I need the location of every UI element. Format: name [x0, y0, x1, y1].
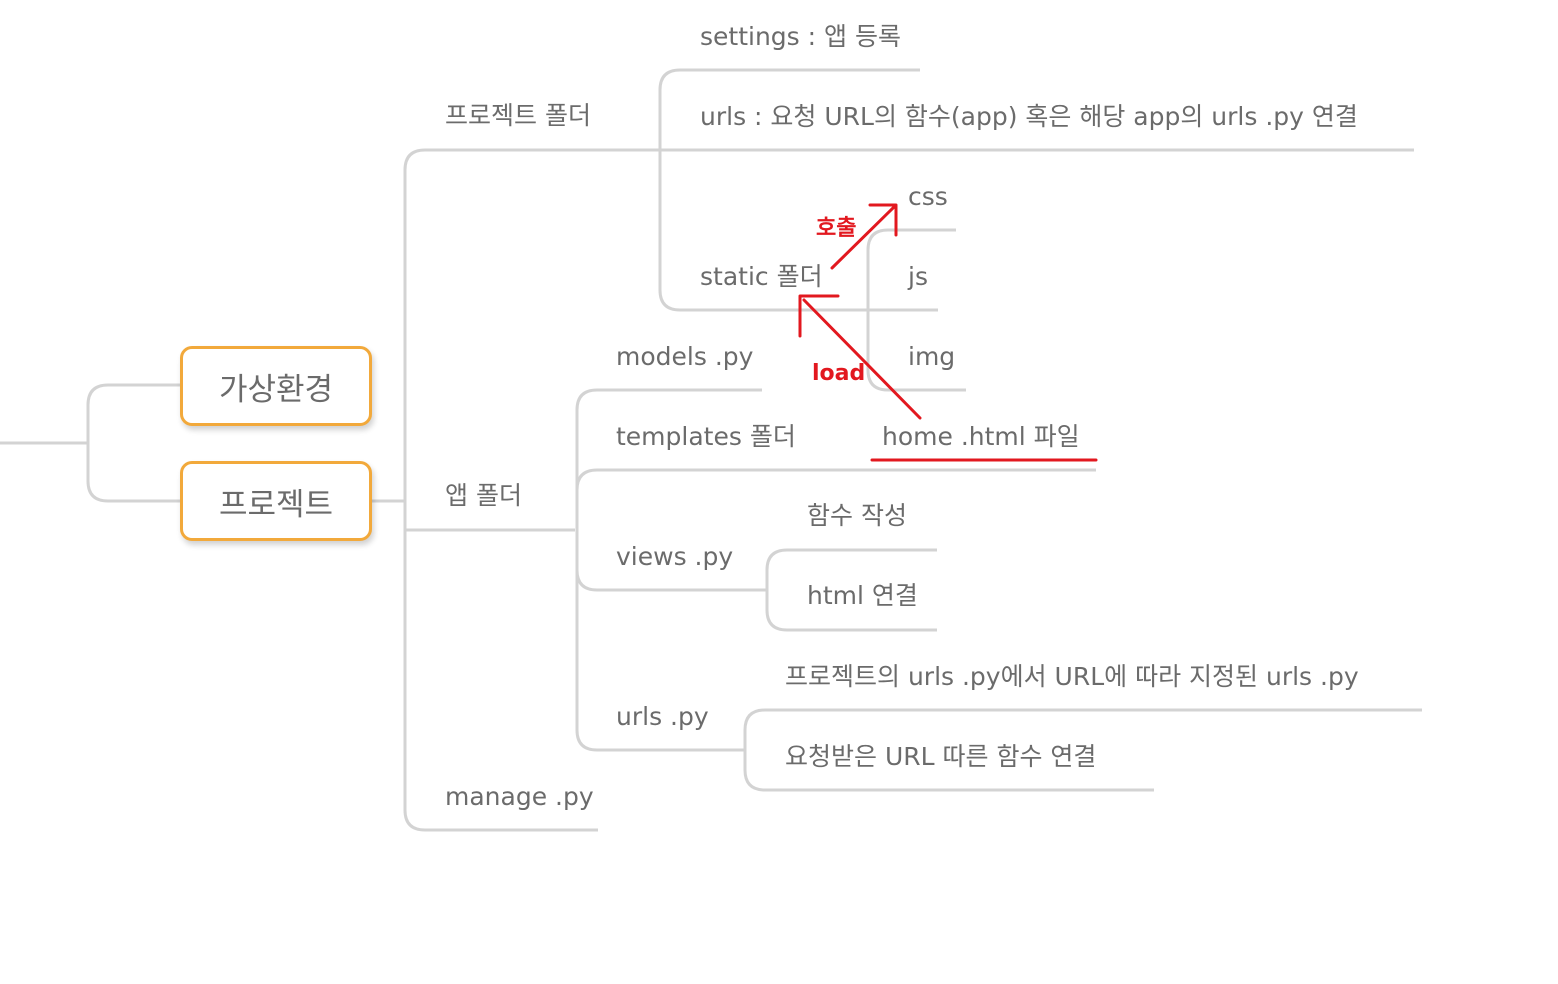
project-node[interactable]: 프로젝트: [180, 461, 372, 541]
manage-node[interactable]: manage .py: [445, 782, 594, 811]
app-folder-node[interactable]: 앱 폴더: [445, 481, 522, 510]
templates-folder-node[interactable]: templates 폴더: [616, 422, 796, 451]
project-label: 프로젝트: [218, 486, 334, 523]
html-connect-node[interactable]: html 연결: [807, 581, 918, 610]
func-write-node[interactable]: 함수 작성: [807, 501, 907, 530]
venv-label: 가상환경: [218, 371, 334, 408]
css-node[interactable]: css: [908, 182, 948, 211]
call-annotation: 호출: [816, 216, 857, 241]
project-trunk: [403, 148, 660, 832]
static-folder-node[interactable]: static 폴더: [700, 262, 823, 291]
static-children: [866, 228, 966, 392]
home-html-node[interactable]: home .html 파일: [882, 422, 1080, 451]
views-node[interactable]: views .py: [616, 542, 734, 571]
views-children: [765, 548, 937, 632]
js-node[interactable]: js: [908, 262, 928, 291]
project-folder-children: [658, 68, 938, 312]
venv-node[interactable]: 가상환경: [180, 346, 372, 426]
urls-project-node[interactable]: urls : 요청 URL의 함수(app) 혹은 해당 app의 urls .…: [700, 102, 1358, 131]
urls-app-children: [743, 708, 1422, 792]
call-arrow: [830, 203, 898, 270]
urls-app-node[interactable]: urls .py: [616, 702, 709, 731]
venv-connector: [86, 383, 180, 503]
load-arrow: [798, 294, 922, 420]
app-folder-children: [575, 388, 1096, 752]
models-node[interactable]: models .py: [616, 342, 754, 371]
urls-app-desc1-node[interactable]: 프로젝트의 urls .py에서 URL에 따라 지정된 urls .py: [785, 662, 1359, 691]
project-folder-node[interactable]: 프로젝트 폴더: [445, 101, 591, 130]
load-annotation: load: [812, 361, 866, 386]
settings-node[interactable]: settings : 앱 등록: [700, 22, 901, 51]
urls-app-desc2-node[interactable]: 요청받은 URL 따른 함수 연결: [785, 742, 1097, 771]
img-node[interactable]: img: [908, 342, 956, 371]
